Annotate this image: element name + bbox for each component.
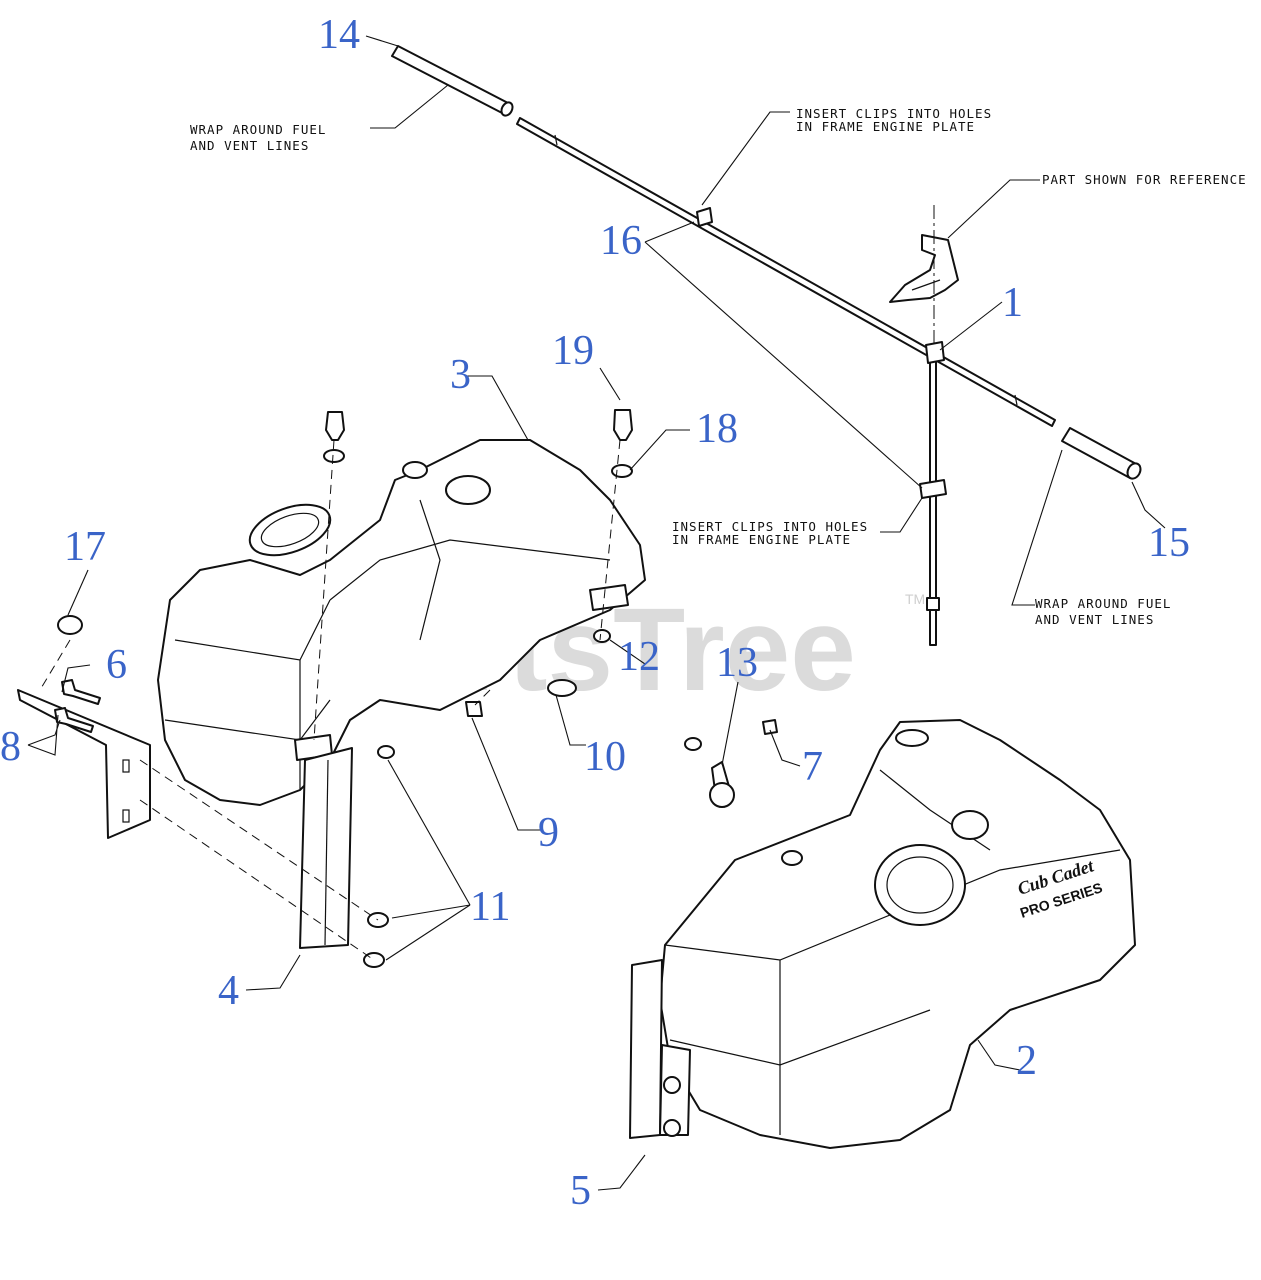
- washer-18: [611, 464, 633, 478]
- callout-4: 4: [218, 968, 239, 1014]
- callout-7: 7: [802, 744, 823, 790]
- bracket-5: [629, 959, 691, 1139]
- watermark-trademark: TM: [905, 591, 925, 607]
- nut-9: [465, 701, 483, 717]
- clamp-10: [547, 679, 577, 697]
- fastener-17: [57, 615, 83, 635]
- note-wrap-left-line1: WRAP AROUND FUEL: [190, 122, 326, 137]
- note-clips-mid-line2: IN FRAME ENGINE PLATE: [672, 532, 851, 547]
- clip-lower: [919, 479, 947, 499]
- nuts-11: [363, 745, 395, 968]
- note-clips-top-line1: INSERT CLIPS INTO HOLES: [796, 106, 992, 121]
- callout-1: 1: [1002, 280, 1023, 326]
- tank-cap-right: [874, 844, 966, 926]
- bracket-4: [299, 747, 353, 949]
- clip-junction: [925, 341, 945, 364]
- bracket-6: [17, 689, 151, 839]
- callout-3: 3: [450, 352, 471, 398]
- callout-11: 11: [470, 884, 510, 930]
- bolt-7: [762, 719, 778, 735]
- clip-top: [696, 207, 713, 227]
- tank-cap-left: [248, 503, 332, 557]
- fuel-line-assembly: [391, 45, 1142, 646]
- reference-part: [889, 234, 959, 303]
- callout-2: 2: [1016, 1038, 1037, 1084]
- callout-10: 10: [584, 734, 626, 780]
- fuel-tank-right: Cub Cadet PRO SERIES: [659, 719, 1136, 1149]
- washer-top-left: [323, 449, 345, 463]
- note-wrap-right-line2: AND VENT LINES: [1035, 612, 1154, 627]
- fastener-top-left: [325, 411, 345, 441]
- note-wrap-right-line1: WRAP AROUND FUEL: [1035, 596, 1171, 611]
- callout-13: 13: [716, 640, 758, 686]
- callout-9: 9: [538, 810, 559, 856]
- callout-18: 18: [696, 406, 738, 452]
- note-clips-mid-line1: INSERT CLIPS INTO HOLES: [672, 519, 868, 534]
- callout-19: 19: [552, 328, 594, 374]
- callout-6: 6: [106, 642, 127, 688]
- callout-17: 17: [64, 524, 106, 570]
- callout-16: 16: [600, 218, 642, 264]
- callout-5: 5: [570, 1168, 591, 1214]
- fuel-tank-left: [157, 439, 646, 806]
- note-wrap-left-line2: AND VENT LINES: [190, 138, 309, 153]
- note-clips-top-line2: IN FRAME ENGINE PLATE: [796, 119, 975, 134]
- callout-12: 12: [618, 634, 660, 680]
- leader-lines: [27, 35, 1166, 1191]
- clamp-13: [709, 761, 735, 808]
- callout-14: 14: [318, 12, 360, 58]
- bolts-8: [54, 679, 101, 733]
- sleeve-14: [391, 45, 514, 117]
- nut-12: [593, 629, 611, 643]
- fastener-19: [613, 409, 633, 441]
- clip-bottom: [926, 597, 940, 611]
- nut-13: [684, 737, 702, 751]
- note-reference: PART SHOWN FOR REFERENCE: [1042, 172, 1247, 187]
- sleeve-15: [1061, 427, 1142, 480]
- callout-8: 8: [0, 724, 21, 770]
- callout-15: 15: [1148, 520, 1190, 566]
